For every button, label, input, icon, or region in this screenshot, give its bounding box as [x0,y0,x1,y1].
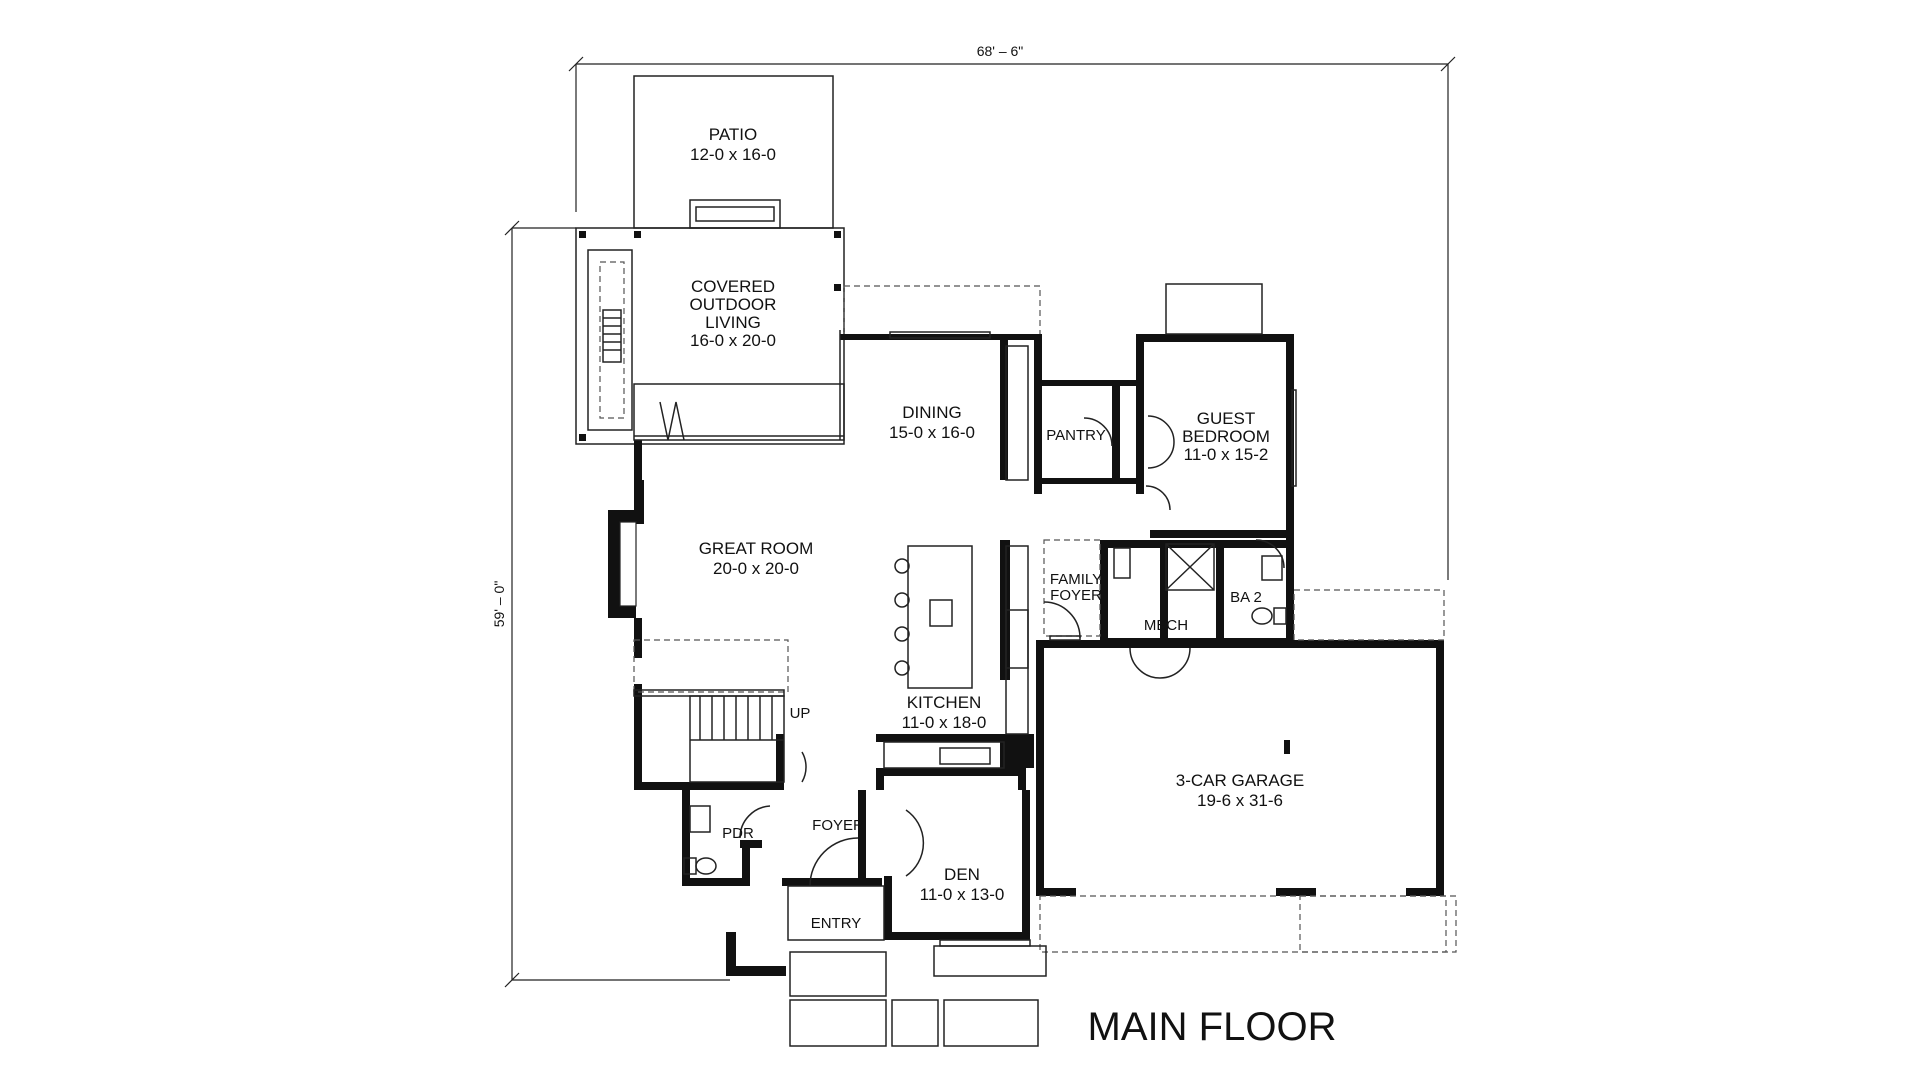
guest-bedroom-line2: BEDROOM [1182,427,1270,446]
covered-outdoor-line2: OUTDOOR [690,295,777,314]
dining-name: DINING [902,403,962,422]
covered-outdoor-line3: LIVING [705,313,761,332]
mech-name: MECH [1144,617,1188,634]
foyer-name: FOYER [812,817,864,834]
dining-size: 15-0 x 16-0 [889,423,975,442]
kitchen-size: 11-0 x 18-0 [902,713,987,732]
pantry-name: PANTRY [1046,427,1105,444]
room-mech: MECH [1144,617,1188,634]
den-size: 11-0 x 13-0 [920,885,1005,904]
great-room-name: GREAT ROOM [699,539,814,558]
room-patio: PATIO 12-0 x 16-0 [690,125,776,164]
garage-name: 3-CAR GARAGE [1176,771,1304,790]
room-stairs: UP [790,705,811,722]
depth-dimension-label: 59' – 0" [491,581,507,628]
room-dining: DINING 15-0 x 16-0 [889,403,975,442]
room-foyer: FOYER [812,817,864,834]
ba2-name: BA 2 [1230,589,1262,606]
stairs [689,695,785,783]
width-dimension-label: 68' – 6" [977,43,1024,59]
stairs-up-label: UP [790,705,811,722]
room-pdr: PDR [722,825,754,842]
exterior-walls [608,334,1444,976]
patio-size: 12-0 x 16-0 [690,145,776,164]
entry-stoops [787,885,1047,1047]
patio-name: PATIO [709,125,758,144]
room-kitchen: KITCHEN 11-0 x 18-0 [902,693,987,732]
width-dimension: 68' – 6" [568,43,1456,580]
room-family-foyer: FAMILY FOYER [1050,571,1102,604]
plan-title: MAIN FLOOR [1088,1005,1337,1049]
doors [659,401,1285,887]
room-pantry: PANTRY [1046,427,1105,444]
room-great-room: GREAT ROOM 20-0 x 20-0 [699,539,814,578]
covered-outdoor-line1: COVERED [691,277,775,296]
great-room-size: 20-0 x 20-0 [713,559,799,578]
covered-outdoor-size: 16-0 x 20-0 [690,331,776,350]
kitchen-island [883,545,1029,769]
guest-bedroom-line1: GUEST [1197,409,1256,428]
pdr-name: PDR [722,825,754,842]
room-guest-bedroom: GUEST BEDROOM 11-0 x 15-2 [1182,409,1270,464]
room-ba2: BA 2 [1230,589,1262,606]
room-garage: 3-CAR GARAGE 19-6 x 31-6 [1176,771,1304,810]
entry-name: ENTRY [811,915,862,932]
den-name: DEN [944,865,980,884]
kitchen-name: KITCHEN [907,693,982,712]
guest-bedroom-size: 11-0 x 15-2 [1184,445,1269,464]
family-foyer-line2: FOYER [1050,587,1102,604]
room-covered-outdoor-living: COVERED OUTDOOR LIVING 16-0 x 20-0 [690,277,777,350]
family-foyer-line1: FAMILY [1050,571,1102,588]
room-entry: ENTRY [811,915,862,932]
room-den: DEN 11-0 x 13-0 [920,865,1005,904]
bath-fixtures [683,543,1287,875]
garage-size: 19-6 x 31-6 [1197,791,1283,810]
depth-dimension: 59' – 0" [491,220,730,988]
